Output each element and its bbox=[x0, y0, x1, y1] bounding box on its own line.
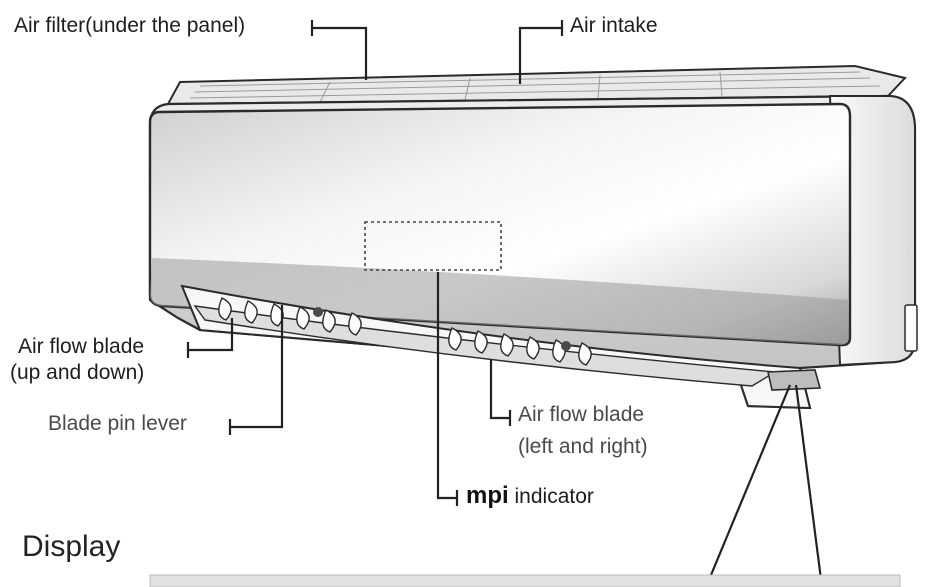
display-zoom-line-left bbox=[704, 384, 792, 587]
intake-grille-lines bbox=[189, 71, 881, 103]
panel-lower-band bbox=[150, 258, 848, 346]
label-mpi-indicator: mpi indicator bbox=[466, 482, 594, 511]
callout-blade-left-right bbox=[489, 360, 510, 420]
callout-lines bbox=[186, 20, 824, 587]
blade-pins bbox=[313, 307, 571, 351]
callout-blade-up-down bbox=[188, 318, 234, 352]
label-air-flow-blade-left-right-2: (left and right) bbox=[518, 435, 648, 458]
display-zoom-line-right bbox=[794, 384, 824, 587]
display-window bbox=[767, 369, 822, 391]
callout-air-intake bbox=[518, 26, 562, 84]
mpi-indicator-box bbox=[364, 221, 502, 271]
label-air-flow-blade-up-down-2: (up and down) bbox=[10, 361, 145, 384]
display-strip bbox=[149, 574, 901, 587]
mpi-indicator-text: indicator bbox=[514, 485, 594, 508]
callout-blade-pin-lever bbox=[230, 305, 284, 429]
label-air-flow-blade-left-right-1: Air flow blade bbox=[518, 403, 645, 426]
label-air-intake: Air intake bbox=[570, 14, 658, 37]
label-blade-pin-lever: Blade pin lever bbox=[48, 412, 187, 435]
section-heading-display: Display bbox=[22, 530, 121, 563]
callout-air-filter bbox=[312, 26, 368, 80]
label-air-filter: Air filter(under the panel) bbox=[14, 14, 246, 37]
callout-mpi-indicator bbox=[436, 272, 457, 500]
side-vent bbox=[904, 304, 918, 352]
label-air-flow-blade-up-down-1: Air flow blade bbox=[18, 335, 145, 358]
mpi-logo-text: mpi bbox=[466, 482, 509, 509]
